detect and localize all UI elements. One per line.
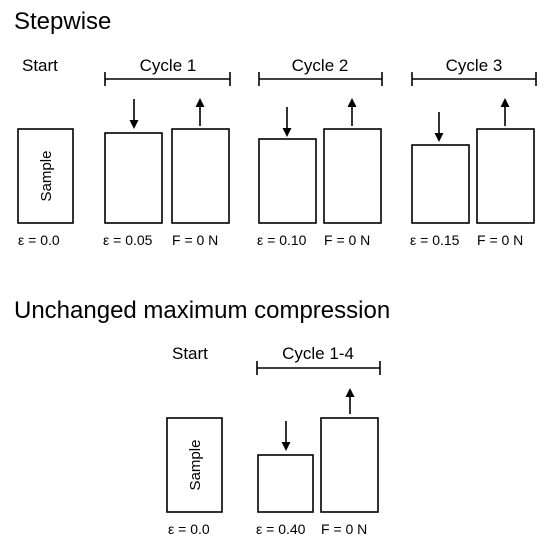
cycle-1-4-label: Cycle 1-4 (282, 344, 354, 363)
cycle-2-up-arrow-icon (347, 98, 357, 107)
unchanged-title: Unchanged maximum compression (14, 297, 390, 324)
cycle-2-compressed-box (258, 138, 317, 224)
cycle-2-label: Cycle 2 (292, 56, 349, 75)
cycle-3-compressed-box (411, 144, 470, 224)
unchanged-cycle-1-4: Cycle 1-4 ε = 0.40 F = 0 N (256, 344, 381, 537)
stepwise-title: Stepwise (14, 8, 111, 35)
unchanged-start-caption: ε = 0.0 (168, 521, 210, 537)
cycle-3-up-arrow-icon (500, 98, 510, 107)
cycle-1-compressed-caption: ε = 0.05 (103, 232, 153, 248)
cycle-2-released-box (323, 128, 382, 224)
cycle-3-compressed-caption: ε = 0.15 (410, 232, 460, 248)
cycle-3-label: Cycle 3 (446, 56, 503, 75)
cycle-1-4-up-arrow-icon (345, 388, 355, 397)
stepwise-start-label: Start (22, 56, 58, 75)
cycle-2-down-arrow-icon (282, 128, 292, 137)
cycle-1-4-released-box (320, 417, 379, 513)
unchanged-start-sample-box (166, 417, 223, 513)
cycle-1-4-down-arrow-icon (281, 442, 291, 451)
stepwise-cycle-1: Cycle 1 ε = 0.05 F = 0 N (103, 56, 231, 248)
cycle-3-down-arrow-icon (434, 133, 444, 142)
cycle-1-4-released-caption: F = 0 N (321, 521, 367, 537)
cycle-1-released-caption: F = 0 N (172, 232, 218, 248)
cycle-3-released-caption: F = 0 N (477, 232, 523, 248)
cycle-1-label: Cycle 1 (140, 56, 197, 75)
cycle-1-compressed-box (104, 132, 163, 224)
cycle-1-down-arrow-icon (129, 120, 139, 129)
stepwise-start-sample-box (17, 128, 74, 224)
cycle-3-released-box (476, 128, 535, 224)
stepwise-cycle-2: Cycle 2 ε = 0.10 F = 0 N (257, 56, 383, 248)
stepwise-cycle-3: Cycle 3 ε = 0.15 F = 0 N (410, 56, 537, 248)
cycle-1-4-compressed-caption: ε = 0.40 (256, 521, 306, 537)
cycle-1-up-arrow-icon (195, 98, 205, 107)
cycle-1-released-box (171, 128, 230, 224)
stepwise-sample-label: Sample (38, 151, 55, 202)
stepwise-start-caption: ε = 0.0 (18, 232, 60, 248)
cycle-1-4-compressed-box (257, 454, 314, 513)
unchanged-sample-label: Sample (187, 440, 204, 491)
unchanged-start-label: Start (172, 344, 208, 363)
cycle-2-released-caption: F = 0 N (324, 232, 370, 248)
cycle-2-compressed-caption: ε = 0.10 (257, 232, 307, 248)
